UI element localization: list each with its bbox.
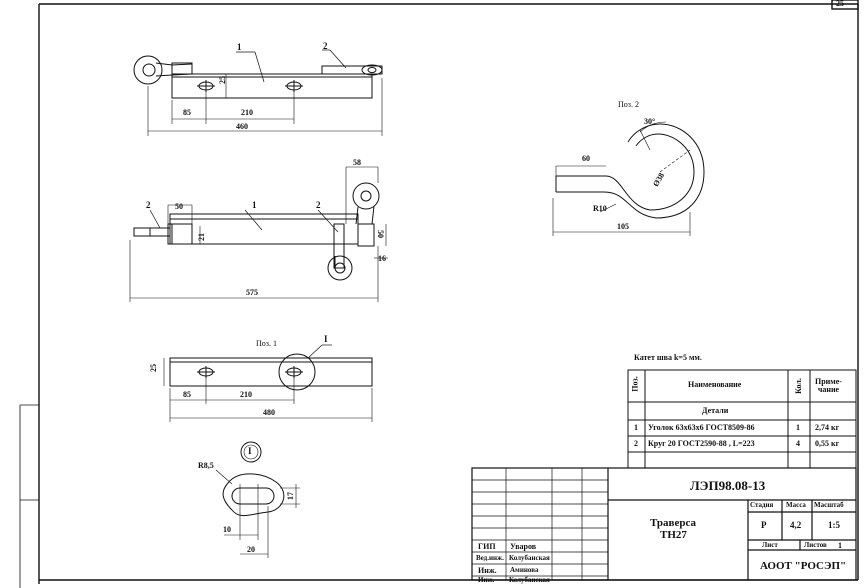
detail-i-label: I: [248, 446, 252, 456]
company-name: АООТ "РОСЭП": [760, 560, 847, 572]
pos2-dim-angle: 30°: [644, 117, 656, 126]
spec-row-2-name: Круг 20 ГОСТ2590-88 , L=223: [648, 439, 755, 448]
assembly-view-top: [133, 49, 383, 136]
view1-dim-25: 25: [218, 76, 227, 84]
weld-note: Катет шва k=5 мм.: [634, 353, 702, 362]
pos1-dim-480: 480: [263, 408, 275, 417]
spec-row-2-note: 0,55 кг: [815, 439, 840, 448]
view2-dim-16: 16: [378, 254, 386, 263]
spec-row-2-pos: 2: [634, 439, 638, 448]
scale-label: Масштаб: [814, 501, 844, 509]
doc-code: ЛЭП98.08-13: [690, 478, 766, 493]
detail-i-dim-20: 20: [247, 545, 255, 554]
spec-row-1-qty: 1: [796, 423, 800, 432]
detail-i: [215, 441, 300, 558]
pos2-title: Поз. 2: [618, 100, 639, 109]
title-block-grid: [471, 467, 857, 581]
detail-i-dim-17: 17: [286, 492, 295, 500]
spec-header-note: Приме- чание: [815, 377, 842, 394]
signer-1-role: ГИП: [478, 542, 496, 551]
pos1-callout: I: [324, 334, 328, 344]
mass-label: Масса: [786, 501, 806, 509]
view2-dim-21: 21: [197, 233, 206, 241]
signer-1-name: Уваров: [510, 542, 537, 551]
signer-3-role: Инж.: [478, 566, 497, 575]
pos2-dim-60: 60: [582, 154, 590, 163]
pos2-dim-105: 105: [617, 222, 629, 231]
pos1-dim-210: 210: [240, 390, 252, 399]
pos1-angle-detail: [163, 344, 373, 422]
signer-2-role: Вед.инж.: [476, 554, 504, 562]
view2-pos2b-label: 2: [316, 200, 321, 210]
view1-pos1-label: 1: [237, 42, 242, 52]
view1-dim-460: 460: [236, 122, 248, 131]
mass-value: 4,2: [790, 520, 802, 530]
spec-row-1-name: Уголок 63х63х6 ГОСТ8509-86: [648, 423, 755, 432]
view2-dim-58: 58: [353, 158, 361, 167]
sheets-label: Листов: [804, 541, 827, 549]
spec-row-2-qty: 4: [796, 439, 800, 448]
sheet-number: 25: [836, 0, 844, 8]
signer-2-name: Колубанская: [509, 554, 550, 562]
signer-3-name: Аминова: [510, 566, 539, 574]
view1-dim-85: 85: [183, 108, 191, 117]
pos1-dim-25: 25: [149, 364, 158, 372]
view2-pos2a-label: 2: [146, 200, 151, 210]
pos2-dim-r10: R10: [593, 204, 607, 213]
spec-header-pos: Поз.: [630, 376, 640, 392]
spec-header-qty: Кол.: [793, 378, 803, 394]
sheet-label: Лист: [762, 541, 778, 549]
signer-4-role: Инж.: [478, 576, 495, 584]
detail-i-dim-10: 10: [223, 525, 231, 534]
pos2-hook-detail: [552, 121, 705, 236]
view2-dim-575: 575: [246, 288, 258, 297]
title-line-2: ТН27: [660, 529, 687, 541]
detail-i-dim-r85: R8,5: [198, 461, 214, 470]
spec-header-name: Наименование: [688, 380, 742, 389]
spec-row-1-note: 2,74 кг: [815, 423, 840, 432]
sheets-value: 1: [838, 541, 842, 550]
view2-dim-50b: 50: [376, 230, 385, 238]
scale-value: 1:5: [828, 520, 840, 530]
view2-dim-50a: 50: [175, 202, 183, 211]
assembly-view-front: [129, 166, 388, 302]
view2-pos1-label: 1: [252, 200, 257, 210]
spec-section-title: Детали: [702, 406, 729, 415]
stage-value: Р: [761, 520, 767, 530]
view1-dim-210: 210: [241, 108, 253, 117]
stage-label: Стадия: [750, 501, 774, 509]
signer-4-name: Колубанская: [509, 576, 550, 584]
view1-pos2-label: 2: [323, 41, 328, 51]
pos1-dim-85: 85: [183, 390, 191, 399]
title-line-1: Траверса: [650, 517, 696, 529]
spec-row-1-pos: 1: [634, 423, 638, 432]
pos1-title: Поз. 1: [256, 339, 277, 348]
